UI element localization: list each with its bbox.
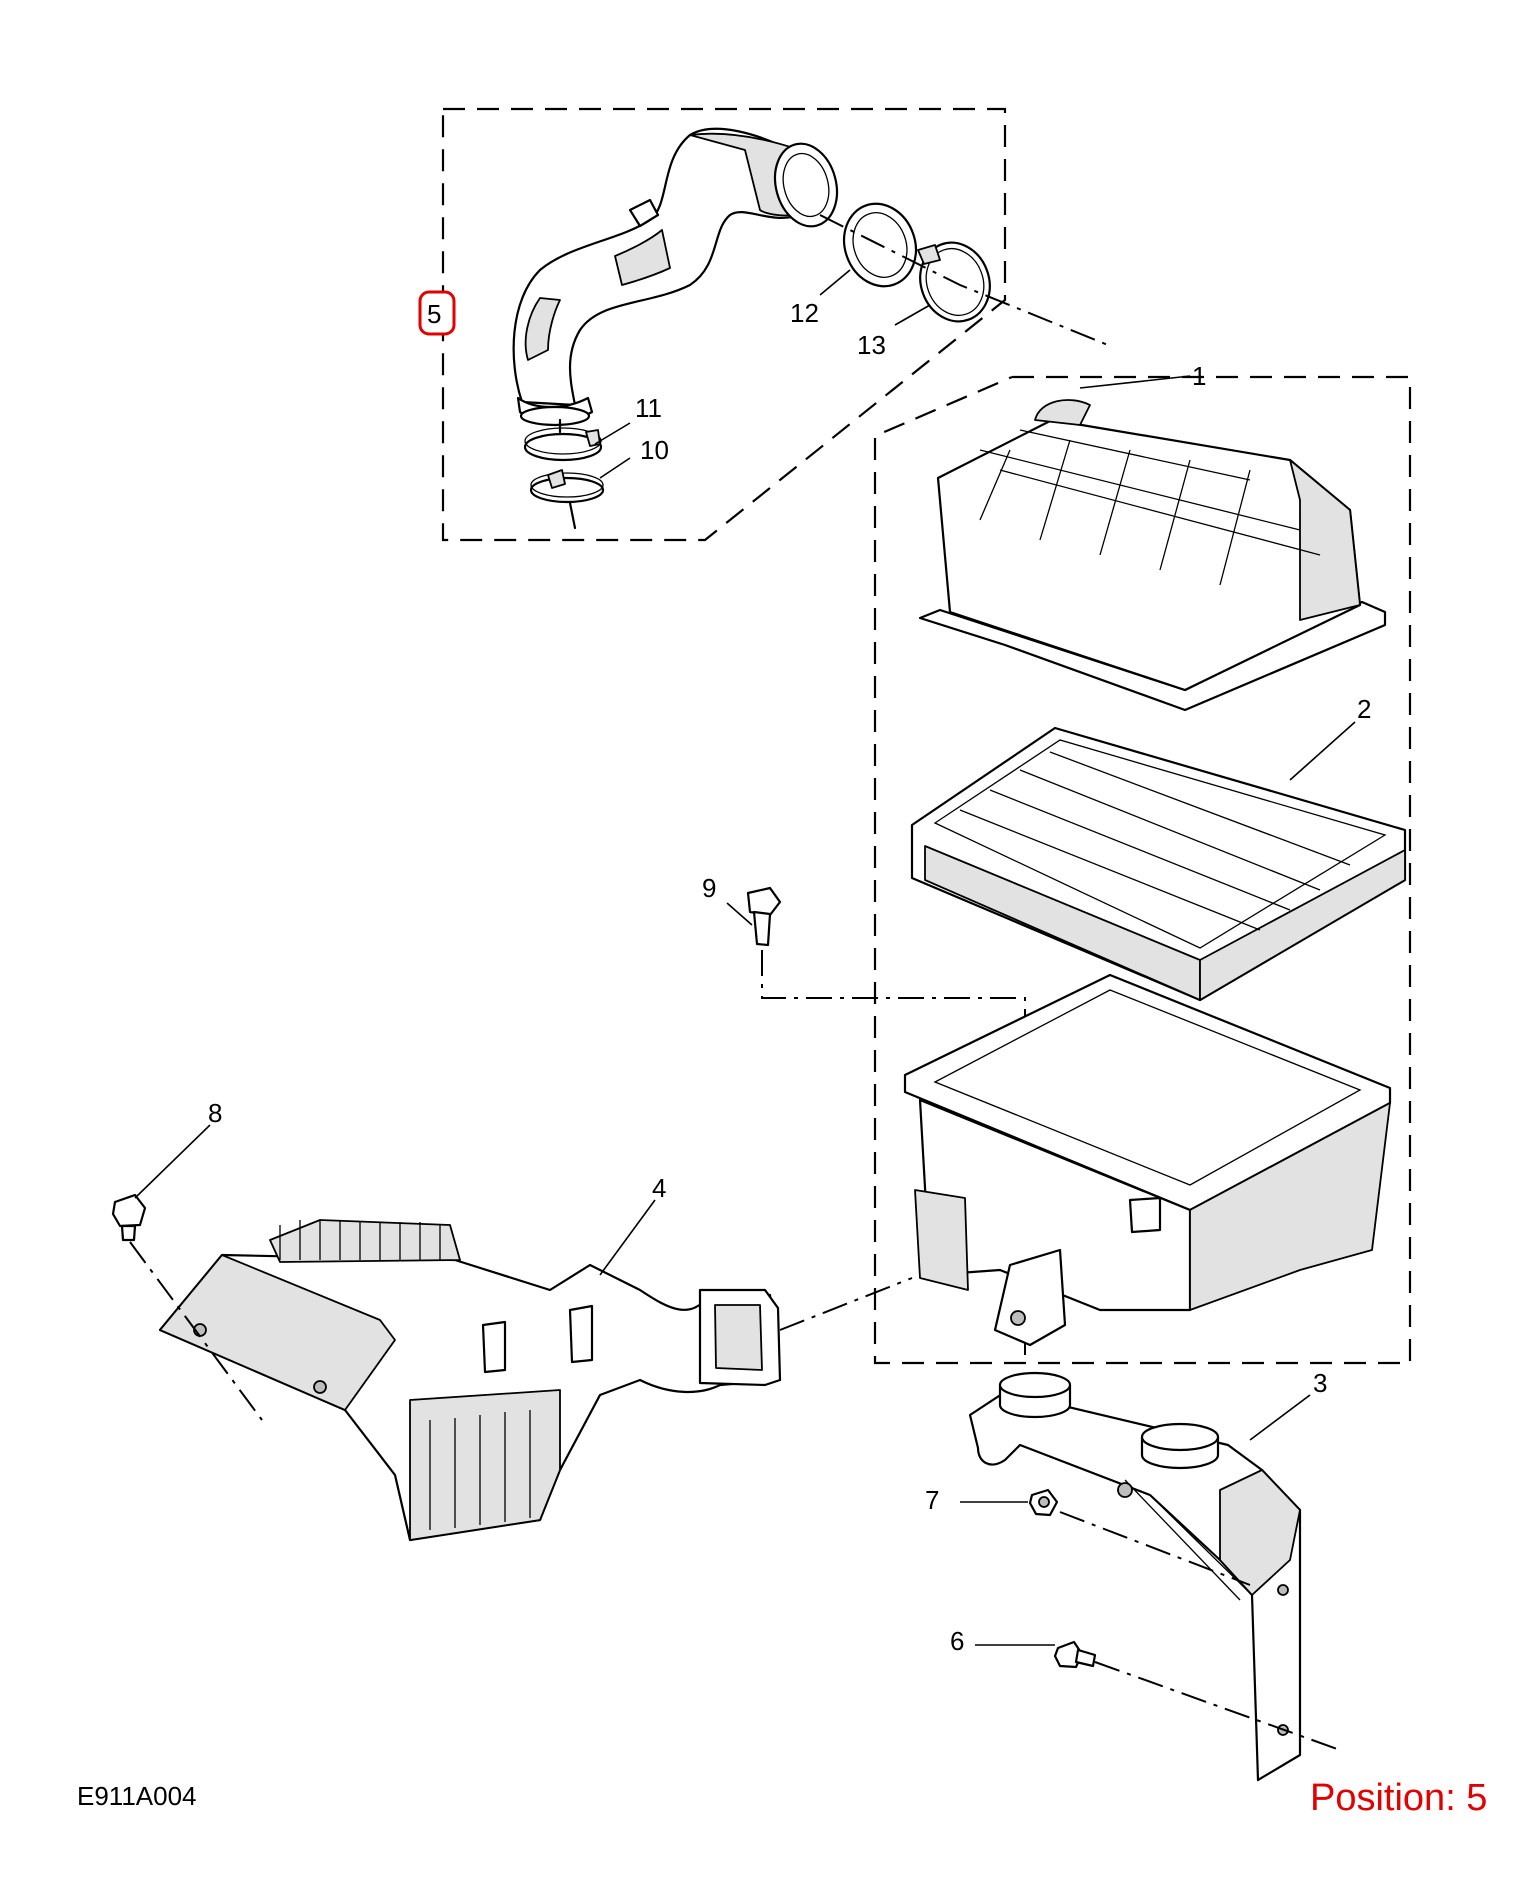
- callout-6[interactable]: 6: [950, 1626, 964, 1656]
- callout-4[interactable]: 4: [652, 1173, 666, 1203]
- callout-labels: 1 2 3 4 6 7 8 9 10 11 12 13: [208, 298, 1371, 1656]
- hose-clamp-part-10[interactable]: [529, 469, 605, 504]
- air-intake-duct-group-boundary: [441, 107, 1007, 542]
- air-cleaner-base-part[interactable]: [903, 973, 1392, 1347]
- screw-part-6[interactable]: [1053, 1640, 1097, 1669]
- callout-5: 5: [427, 299, 441, 329]
- nut-part-7[interactable]: [1028, 1488, 1059, 1517]
- callout-10[interactable]: 10: [640, 435, 669, 465]
- diagram-code: E911A004: [77, 1781, 197, 1811]
- mounting-bracket-part[interactable]: [968, 1371, 1302, 1782]
- bolt-part-9[interactable]: [746, 886, 782, 947]
- air-filter-element-part[interactable]: [910, 726, 1407, 1002]
- callout-5-highlight-box: [418, 290, 456, 336]
- highlighted-callout-5[interactable]: 5: [418, 290, 456, 336]
- air-intake-duct-part[interactable]: [158, 1219, 782, 1542]
- callout-11[interactable]: 11: [635, 393, 662, 423]
- callout-13[interactable]: 13: [857, 330, 886, 360]
- callout-1[interactable]: 1: [1192, 361, 1206, 391]
- callout-12[interactable]: 12: [790, 298, 819, 328]
- hose-clamp-part-11[interactable]: [523, 427, 603, 462]
- callout-2[interactable]: 2: [1357, 694, 1371, 724]
- callout-7[interactable]: 7: [925, 1485, 939, 1515]
- callout-3[interactable]: 3: [1313, 1368, 1327, 1398]
- fastener-part-8[interactable]: [111, 1193, 147, 1242]
- air-cleaner-assembly-group-boundary: [873, 375, 1412, 1365]
- position-label: Position: 5: [1310, 1777, 1487, 1819]
- callout-8[interactable]: 8: [208, 1098, 222, 1128]
- intake-hose-part[interactable]: [512, 127, 846, 427]
- callout-9[interactable]: 9: [702, 873, 716, 903]
- leader-lines: [134, 269, 1356, 1646]
- air-cleaner-cover-part[interactable]: [918, 399, 1387, 712]
